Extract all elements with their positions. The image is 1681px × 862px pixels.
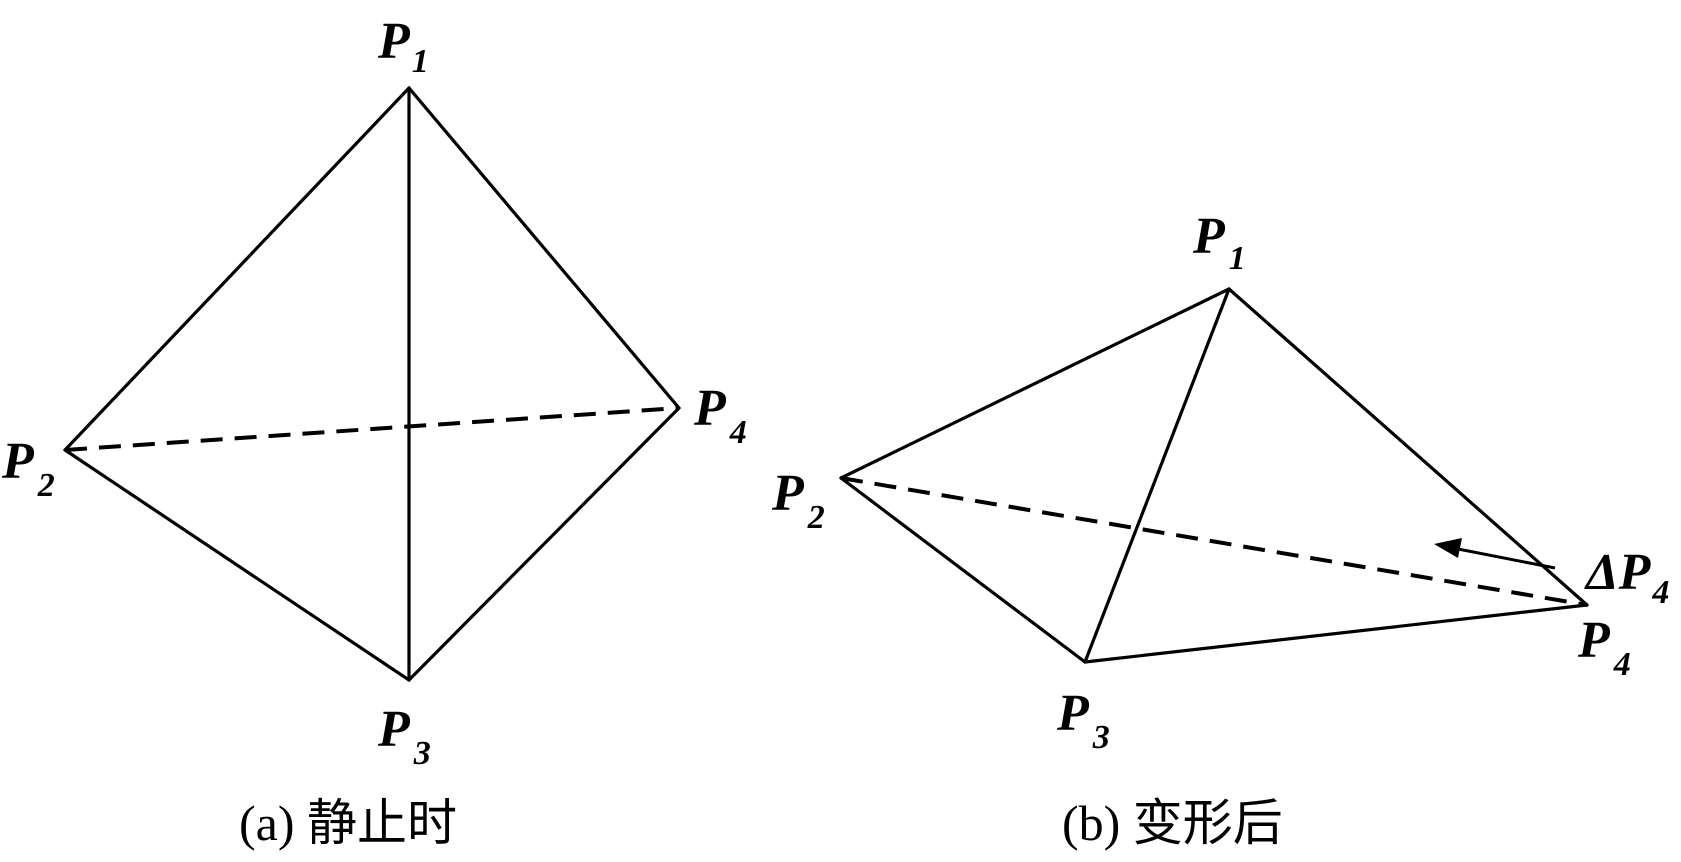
- caption-b: (b) 变形后: [1062, 795, 1283, 851]
- edge-a-p1-p2: [63, 86, 411, 452]
- vertex-label-a-p1: P1: [377, 13, 429, 80]
- displacement-label: ΔP4: [1584, 544, 1669, 611]
- edge-a-p2-p3: [63, 448, 411, 682]
- edge-a-p1-p4: [407, 86, 681, 410]
- displacement-arrowhead: [1434, 538, 1462, 558]
- edge-b-p1-p4: [1227, 287, 1589, 607]
- edge-b-p1-p2: [839, 287, 1231, 480]
- edge-b-p2-p4-hidden: [840, 476, 1588, 607]
- edge-b-p3-p4: [1083, 603, 1589, 664]
- displacement-arrow: [1457, 547, 1556, 570]
- caption-a: (a) 静止时: [239, 795, 457, 851]
- edge-a-p2-p4-hidden: [64, 406, 680, 452]
- edge-a-p4-p3: [407, 406, 681, 682]
- edge-b-p2-p3: [839, 476, 1087, 664]
- edge-b-p1-p3: [1083, 287, 1231, 664]
